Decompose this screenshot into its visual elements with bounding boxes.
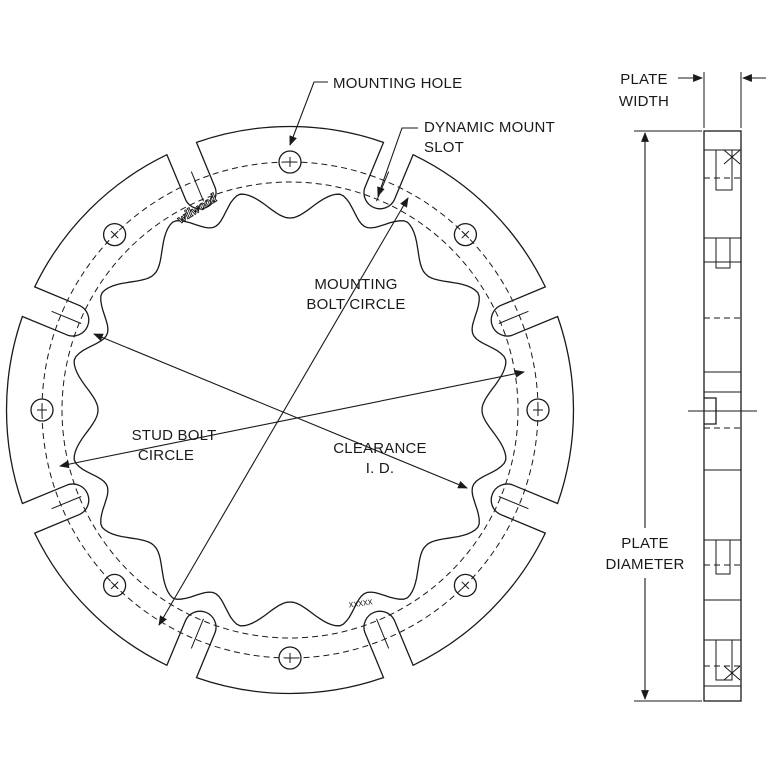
hole-centerline: [461, 230, 470, 239]
slot-centerline: [51, 496, 82, 510]
slot-centerline: [376, 171, 390, 202]
slot-centerline: [51, 310, 82, 324]
plate-width-label-2: WIDTH: [619, 93, 669, 110]
plate-front-view: [5, 125, 575, 695]
side-slot-detail: [715, 149, 733, 191]
clearance-label: CLEARANCE: [333, 440, 427, 457]
plate-side-view: [688, 130, 757, 702]
clearance-id-dimension-line: [93, 333, 468, 489]
plate-diameter-label-2: DIAMETER: [605, 556, 684, 573]
clearance-id-label: I. D.: [366, 460, 395, 477]
stud-circle-label: CIRCLE: [138, 447, 194, 464]
hole-centerline: [110, 581, 119, 590]
wilwood-logo: wilwood: [174, 190, 220, 226]
mounting-hole: [526, 398, 550, 422]
plate-width-label-1: PLATE: [620, 71, 667, 88]
mounting-holes: [30, 150, 550, 670]
mounting-hole-leader: [289, 81, 328, 146]
mounting-hole-label: MOUNTING HOLE: [333, 75, 462, 92]
dynamic-mount-slot-centers: [51, 171, 529, 649]
slot-centerline: [376, 618, 390, 649]
mounting-hole: [102, 222, 127, 247]
plate-diameter-label-1: PLATE: [621, 535, 668, 552]
slot-centerline: [498, 310, 529, 324]
mounting-hole: [102, 573, 127, 598]
dynamic-mount-label: DYNAMIC MOUNT: [424, 119, 555, 136]
part-number-marking: XXXXX: [348, 598, 373, 610]
plate-outer-profile: [5, 125, 575, 695]
mounting-hole: [453, 222, 478, 247]
mounting-hole: [30, 398, 54, 422]
plate-inner-profile: [73, 193, 507, 627]
mounting-hole: [453, 573, 478, 598]
side-view-outline: [703, 130, 742, 702]
stud-bolt-circle-line: [61, 181, 519, 639]
dynamic-mount-slot-leader: [377, 127, 418, 197]
mounting-label: MOUNTING: [314, 276, 397, 293]
mounting-hole: [278, 150, 302, 174]
mounting-hole: [278, 646, 302, 670]
side-slot-detail: [715, 237, 731, 269]
hole-centerline: [110, 230, 119, 239]
slot-centerline: [190, 171, 204, 202]
slot-centerline: [190, 618, 204, 649]
bolt-circle-label: BOLT CIRCLE: [306, 296, 405, 313]
slot-centerline: [498, 496, 529, 510]
side-hole-mark: [723, 665, 741, 681]
stud-bolt-circle-dimension-line: [59, 369, 525, 469]
side-slot-detail: [715, 639, 733, 681]
side-hole-mark: [723, 149, 741, 165]
side-slot-detail: [715, 539, 731, 575]
side-view-details: [688, 149, 757, 687]
stud-bolt-label: STUD BOLT: [132, 427, 217, 444]
hole-centerline: [461, 581, 470, 590]
mounting-bolt-circle-dimension-line: [158, 197, 409, 626]
slot-label: SLOT: [424, 139, 464, 156]
